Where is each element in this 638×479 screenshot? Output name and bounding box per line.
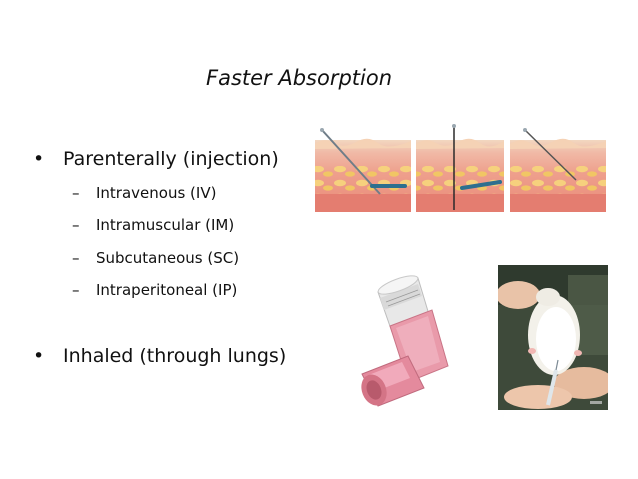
- bullet-text: Parenterally (injection): [63, 148, 279, 170]
- dash: –: [72, 281, 80, 299]
- inhaler-body: [361, 309, 449, 407]
- subitem-text: Intravenous (IV): [96, 184, 217, 202]
- subitem-text: Intramuscular (IM): [96, 216, 235, 234]
- injection-diagram-panels: [315, 124, 606, 212]
- inhaler-photo: [361, 275, 449, 407]
- skin-panel-2: [416, 124, 504, 212]
- dash: –: [72, 184, 80, 202]
- skin-panel-1: [315, 128, 411, 212]
- bullet-dot: •: [33, 148, 45, 170]
- skin-panel-3: [510, 128, 606, 212]
- bullet-dot: •: [33, 345, 45, 367]
- subitem-ip: –Intraperitoneal (IP): [72, 281, 237, 299]
- rat-injection-photo: [498, 265, 608, 410]
- subitem-text: Subcutaneous (SC): [96, 249, 240, 267]
- dash: –: [72, 216, 80, 234]
- bullet-parenterally: • Parenterally (injection): [33, 148, 279, 170]
- bullet-inhaled: • Inhaled (through lungs): [33, 345, 286, 367]
- slide-title: Faster Absorption: [206, 66, 393, 90]
- subitem-iv: –Intravenous (IV): [72, 184, 216, 202]
- subitem-im: –Intramuscular (IM): [72, 216, 234, 234]
- subitem-sc: –Subcutaneous (SC): [72, 249, 239, 267]
- dash: –: [72, 249, 80, 267]
- subitem-text: Intraperitoneal (IP): [96, 281, 238, 299]
- bullet-text: Inhaled (through lungs): [63, 345, 287, 367]
